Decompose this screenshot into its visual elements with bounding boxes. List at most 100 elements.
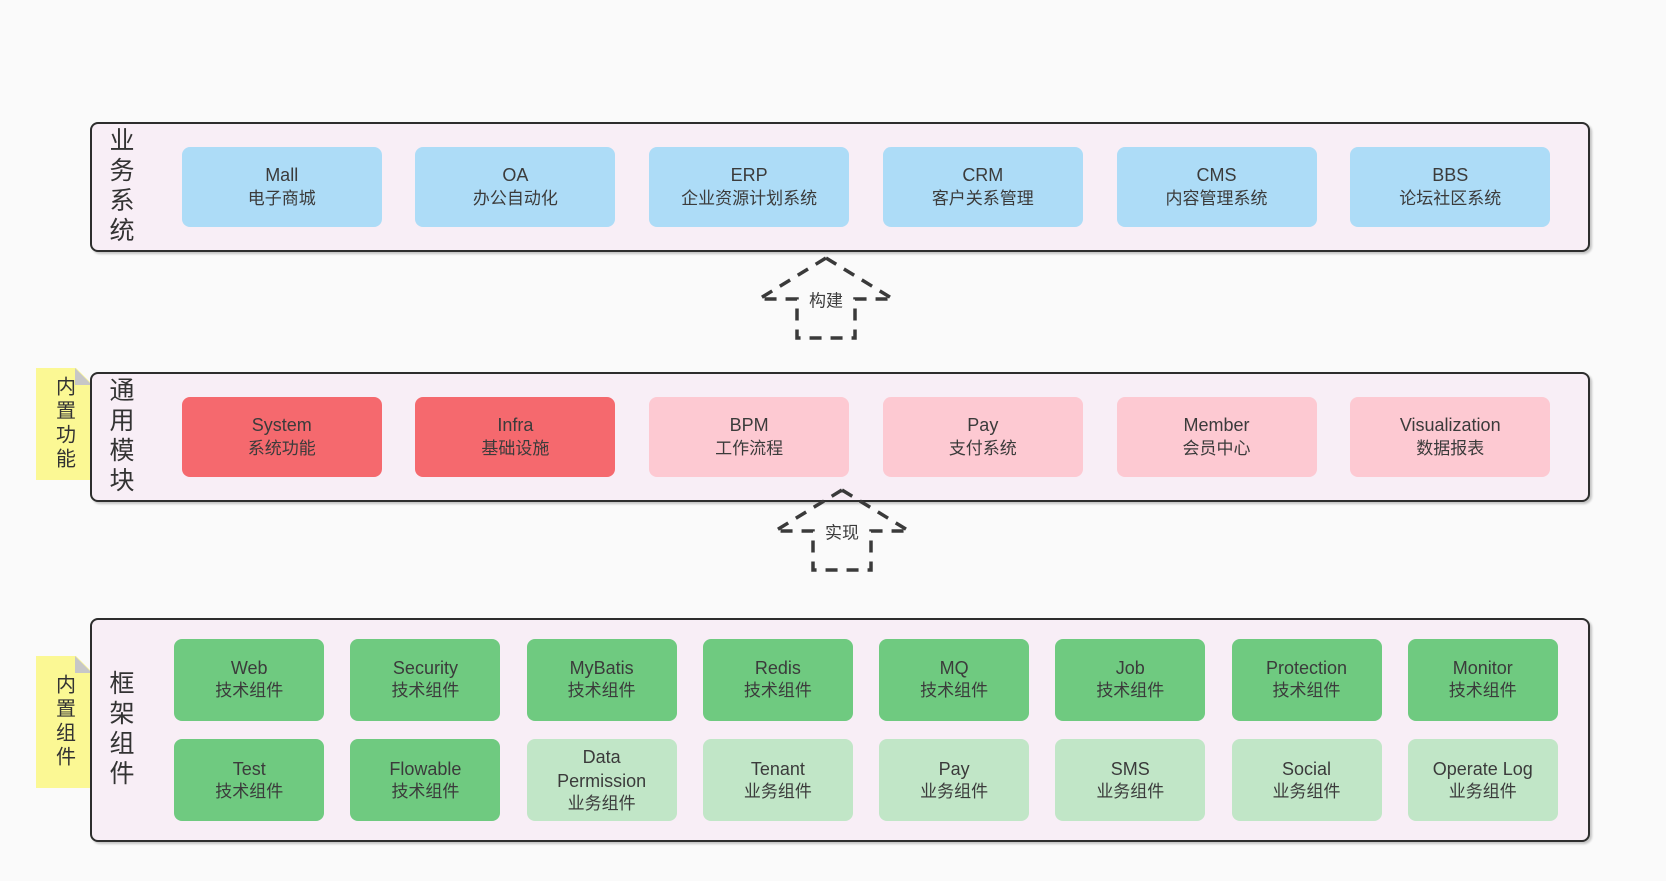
box-name: Social — [1282, 758, 1332, 779]
box-name: Redis — [754, 658, 801, 679]
box-name: CRM — [962, 165, 1004, 186]
box-name: CMS — [1196, 165, 1237, 186]
box-name: Flowable — [389, 758, 462, 779]
box-name: Monitor — [1452, 658, 1513, 679]
arrow-implement: 实现 — [772, 487, 912, 573]
box-name: Web — [230, 658, 268, 679]
box-name: Job — [1115, 658, 1145, 679]
dashed-up-arrow-icon — [772, 487, 912, 572]
sticky-note-built-in-features: 内置功能 — [36, 368, 92, 480]
box-desc: 业务组件 — [1272, 781, 1341, 801]
box-desc: 系统功能 — [247, 438, 316, 458]
sticky-note-built-in-features-label: 内置功能 — [52, 376, 75, 472]
box-name: Protection — [1266, 658, 1348, 679]
box-desc: 办公自动化 — [472, 188, 558, 208]
box-desc: 技术组件 — [1096, 681, 1165, 701]
band-framework-components-label: 框架组件 — [106, 670, 134, 790]
box-desc: 技术组件 — [1448, 681, 1517, 701]
box-name: Visualization — [1399, 415, 1501, 436]
box-name: BBS — [1432, 165, 1469, 186]
dashed-up-arrow-icon — [756, 255, 896, 340]
box-name: Tenant — [750, 758, 805, 779]
band-business-systems-label: 业务系统 — [106, 127, 134, 247]
box-name: Infra — [497, 415, 534, 436]
box-desc: 业务组件 — [743, 781, 812, 801]
box-desc: 支付系统 — [948, 438, 1017, 458]
band-common-modules-label: 通用模块 — [106, 377, 134, 497]
box-desc: 技术组件 — [920, 681, 989, 701]
box-desc: 技术组件 — [1272, 681, 1341, 701]
box-desc: 技术组件 — [391, 681, 460, 701]
arrow-build-label: 构建 — [805, 286, 847, 312]
box-desc: 企业资源计划系统 — [681, 188, 818, 208]
box-desc: 技术组件 — [215, 681, 284, 701]
box-name: Security — [392, 658, 458, 679]
box-desc: 内容管理系统 — [1165, 188, 1268, 208]
box-desc: 技术组件 — [743, 681, 812, 701]
box-desc: 客户关系管理 — [931, 188, 1034, 208]
box-desc: 会员中心 — [1182, 438, 1251, 458]
box-name: Mall — [265, 165, 299, 186]
arrow-implement-label: 实现 — [821, 518, 863, 544]
box-name: Data Permission — [557, 746, 647, 791]
box-name: SMS — [1110, 758, 1150, 779]
box-desc: 技术组件 — [215, 781, 284, 801]
box-desc: 业务组件 — [1448, 781, 1517, 801]
box-desc: 基础设施 — [481, 438, 550, 458]
box-name: Pay — [967, 415, 999, 436]
box-desc: 论坛社区系统 — [1399, 188, 1502, 208]
arrow-build: 构建 — [756, 255, 896, 341]
box-name: System — [251, 415, 312, 436]
sticky-note-built-in-components-label: 内置组件 — [52, 674, 75, 770]
box-name: OA — [502, 165, 529, 186]
box-desc: 技术组件 — [391, 781, 460, 801]
box-name: ERP — [730, 165, 768, 186]
box-name: Test — [232, 758, 266, 779]
box-desc: 数据报表 — [1416, 438, 1485, 458]
sticky-note-built-in-components: 内置组件 — [36, 656, 92, 788]
box-desc: 技术组件 — [567, 681, 636, 701]
box-desc: 业务组件 — [1096, 781, 1165, 801]
box-name: Pay — [938, 758, 970, 779]
box-desc: 业务组件 — [567, 794, 636, 814]
box-name: Operate Log — [1432, 758, 1533, 779]
box-desc: 电子商城 — [247, 188, 316, 208]
box-desc: 工作流程 — [715, 438, 784, 458]
box-name: MQ — [939, 658, 969, 679]
box-data-permission: Data Permission 业务组件 — [526, 739, 677, 822]
box-name: BPM — [729, 415, 769, 436]
